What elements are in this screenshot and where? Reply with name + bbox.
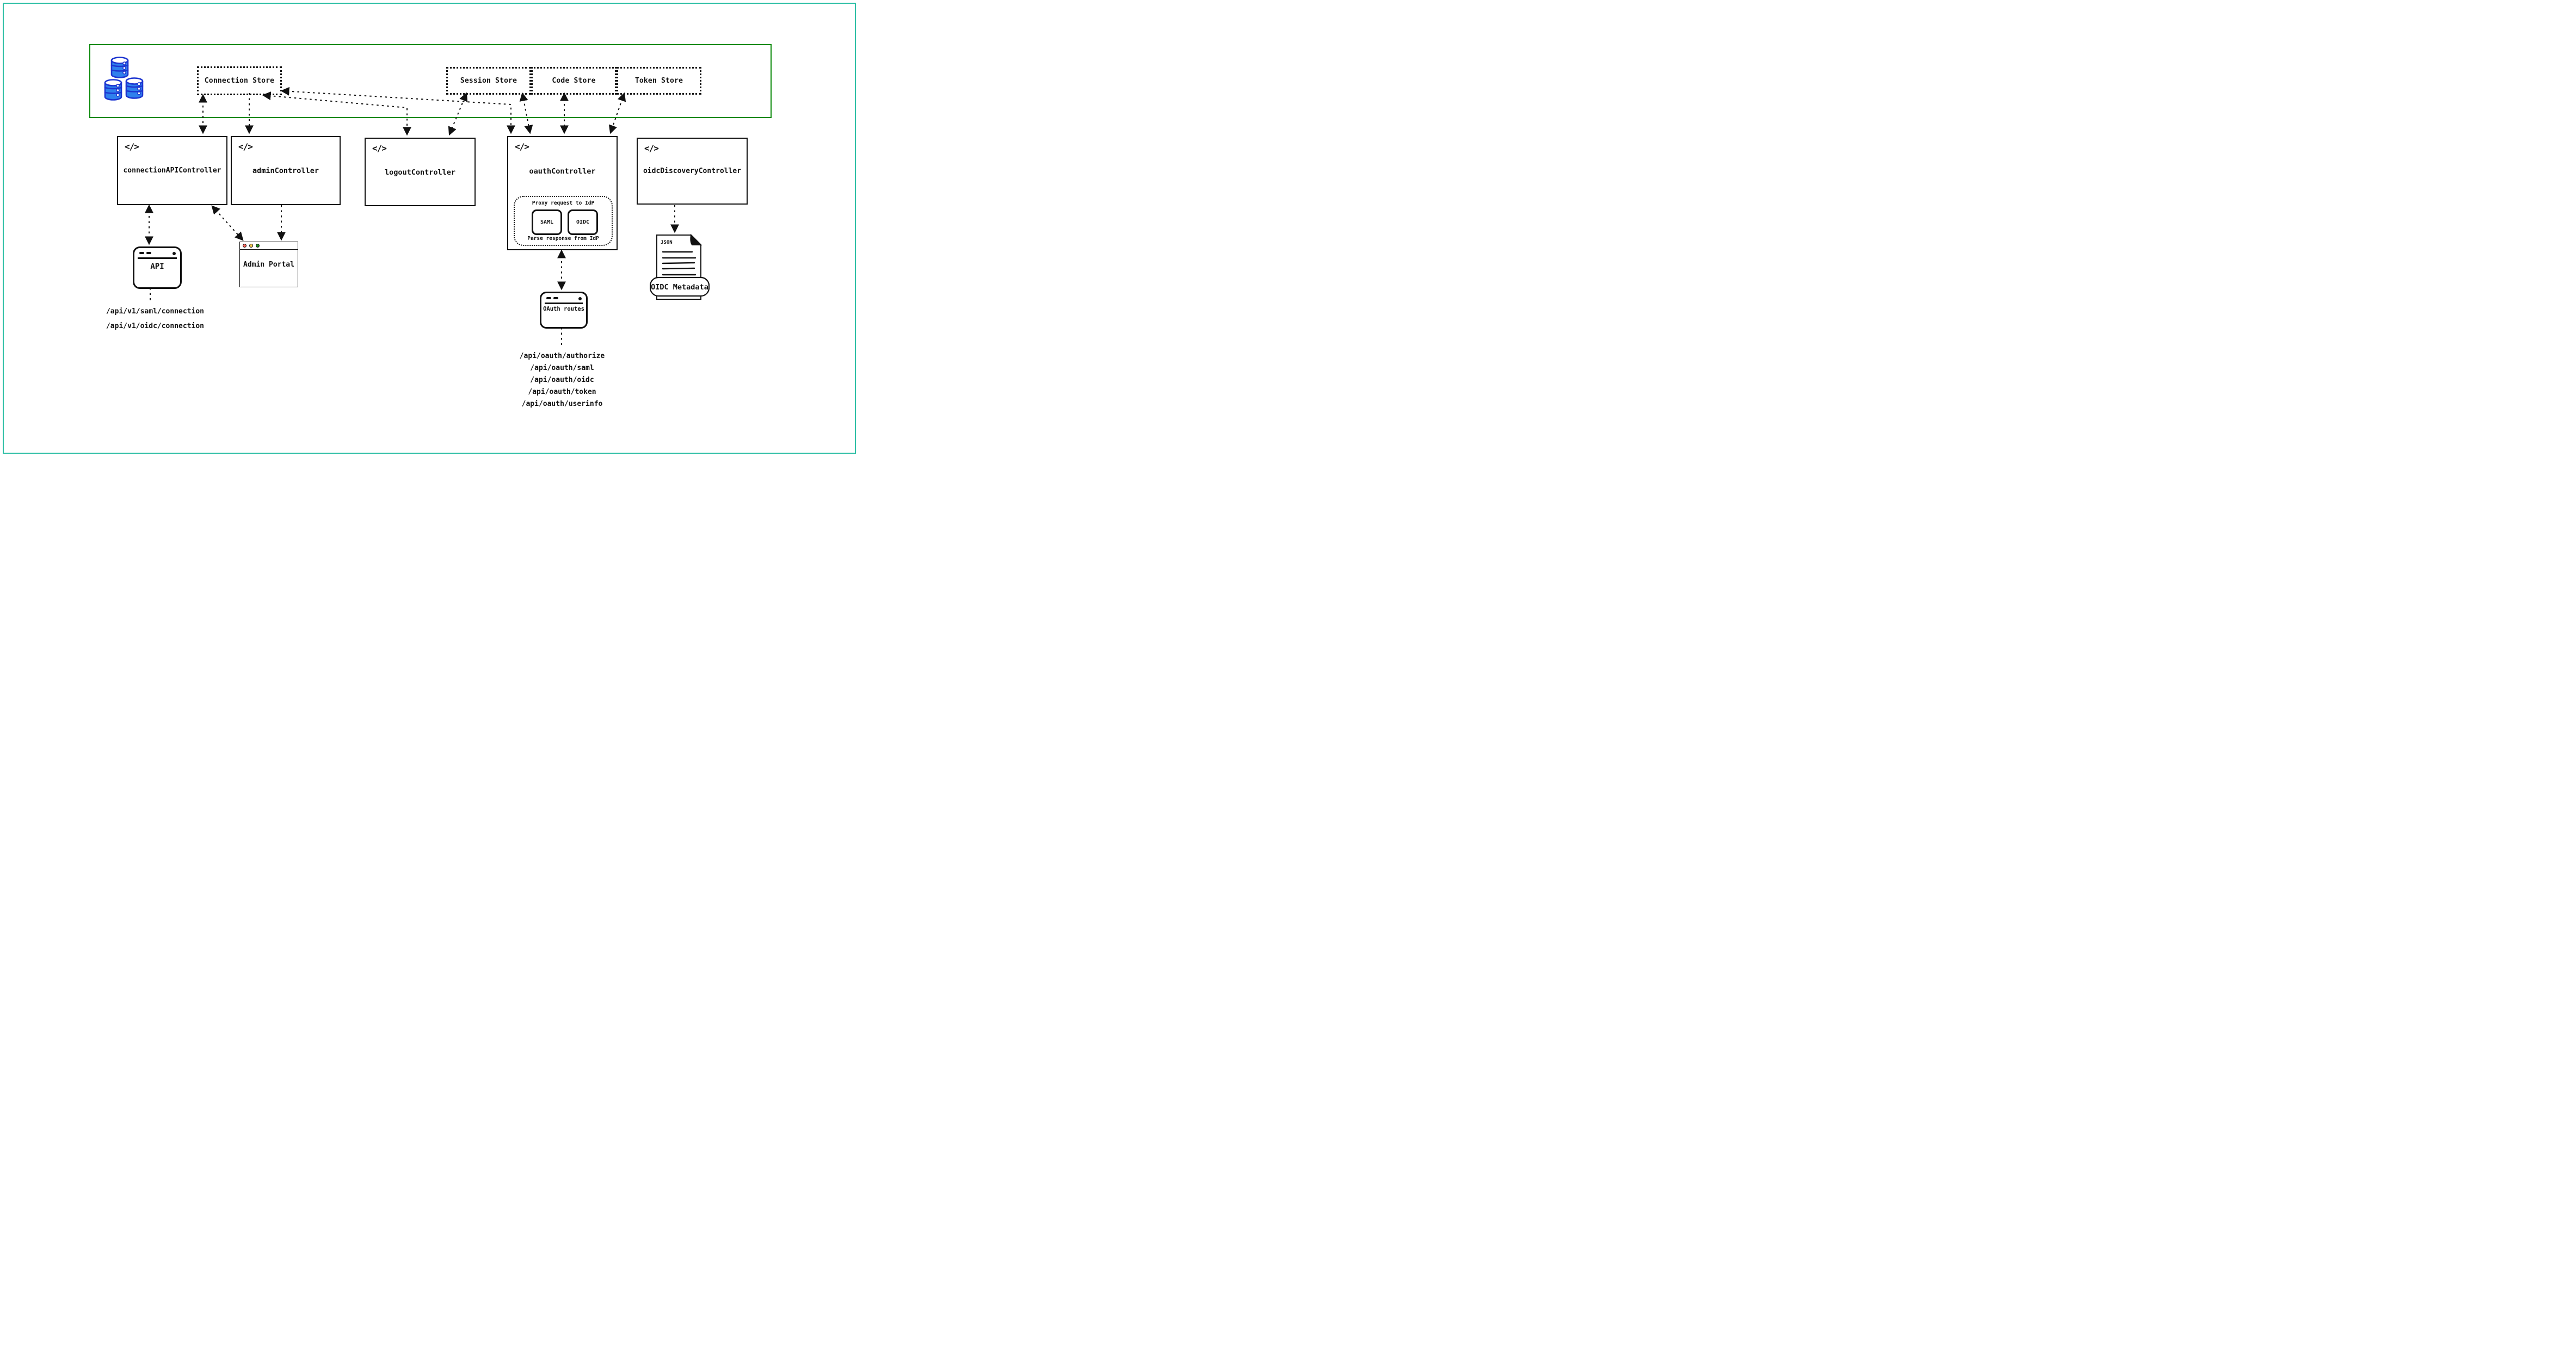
json-file-type-label: JSON [661, 240, 673, 245]
architecture-diagram: Connection Store Session Store Code Stor… [0, 0, 859, 456]
parse-response-label: Parse response from IdP [527, 236, 599, 242]
idp-proxy-box: Proxy request to IdP SAML OIDC Parse res… [514, 196, 613, 246]
code-store-label: Code Store [552, 77, 596, 85]
window-dash-icon [139, 252, 144, 254]
oidc-label: OIDC [576, 219, 590, 225]
api-window: API [133, 246, 182, 289]
logout-controller-label: logoutController [384, 168, 456, 177]
window-dash-icon [546, 297, 551, 299]
saml-protocol-box: SAML [532, 209, 562, 235]
oidc-discovery-controller: </> oidcDiscoveryController [637, 138, 748, 205]
endpoint: /api/oauth/saml [530, 364, 594, 372]
endpoint: /api/oauth/token [528, 388, 596, 396]
oauth-routes-window: OAuth routes [540, 292, 588, 329]
admin-portal-label: Admin Portal [243, 261, 294, 269]
admin-controller: </> adminController [231, 136, 341, 205]
session-store-label: Session Store [460, 77, 517, 85]
endpoint: /api/oauth/userinfo [521, 400, 603, 408]
code-icon: </> [238, 141, 253, 152]
logout-controller: </> logoutController [365, 138, 476, 206]
connection-store-label: Connection Store [204, 77, 275, 85]
oauth-routes-label: OAuth routes [543, 306, 584, 312]
api-window-titlebar [138, 250, 177, 259]
oauth-controller: </> oauthController Proxy request to IdP… [507, 136, 618, 250]
traffic-light-red-icon [243, 244, 246, 248]
window-dash-icon [553, 297, 558, 299]
database-cylinders-icon [104, 57, 144, 101]
proxy-request-label: Proxy request to IdP [532, 200, 595, 206]
admin-portal-window: Admin Portal [239, 242, 298, 287]
token-store: Token Store [617, 67, 701, 95]
connection-api-controller-label: connectionAPIController [123, 166, 221, 175]
traffic-light-green-icon [256, 244, 260, 248]
endpoint: /api/oauth/authorize [519, 352, 605, 360]
api-endpoints-list: /api/v1/saml/connection /api/v1/oidc/con… [95, 304, 215, 334]
window-dash-icon [146, 252, 151, 254]
oauth-routes-titlebar [545, 295, 583, 304]
connection-store: Connection Store [197, 66, 282, 95]
oauth-endpoints-list: /api/oauth/authorize /api/oauth/saml /ap… [505, 350, 619, 410]
connection-api-controller: </> connectionAPIController [117, 136, 227, 205]
traffic-light-yellow-icon [249, 244, 253, 248]
oauth-controller-label: oauthController [529, 167, 596, 176]
oidc-discovery-controller-label: oidcDiscoveryController [643, 167, 741, 175]
code-icon: </> [372, 143, 387, 153]
json-document-icon: JSON OIDC Metadata [649, 233, 710, 300]
admin-controller-label: adminController [252, 166, 319, 175]
endpoint: /api/v1/saml/connection [106, 307, 204, 316]
code-icon: </> [515, 141, 529, 152]
api-window-label: API [150, 262, 164, 271]
endpoint: /api/oauth/oidc [530, 376, 594, 384]
token-store-label: Token Store [634, 77, 683, 85]
window-dot-icon [578, 297, 582, 300]
oidc-protocol-box: OIDC [568, 209, 598, 235]
outer-frame [3, 3, 856, 454]
code-icon: </> [125, 141, 139, 152]
window-dot-icon [172, 251, 176, 255]
endpoint: /api/v1/oidc/connection [106, 322, 204, 330]
oidc-metadata-label: OIDC Metadata [651, 283, 708, 292]
code-store: Code Store [531, 67, 617, 95]
saml-label: SAML [540, 219, 554, 225]
session-store: Session Store [446, 67, 531, 95]
code-icon: </> [644, 143, 659, 153]
oidc-metadata-doc: JSON OIDC Metadata [649, 233, 710, 301]
admin-portal-titlebar [240, 242, 298, 250]
